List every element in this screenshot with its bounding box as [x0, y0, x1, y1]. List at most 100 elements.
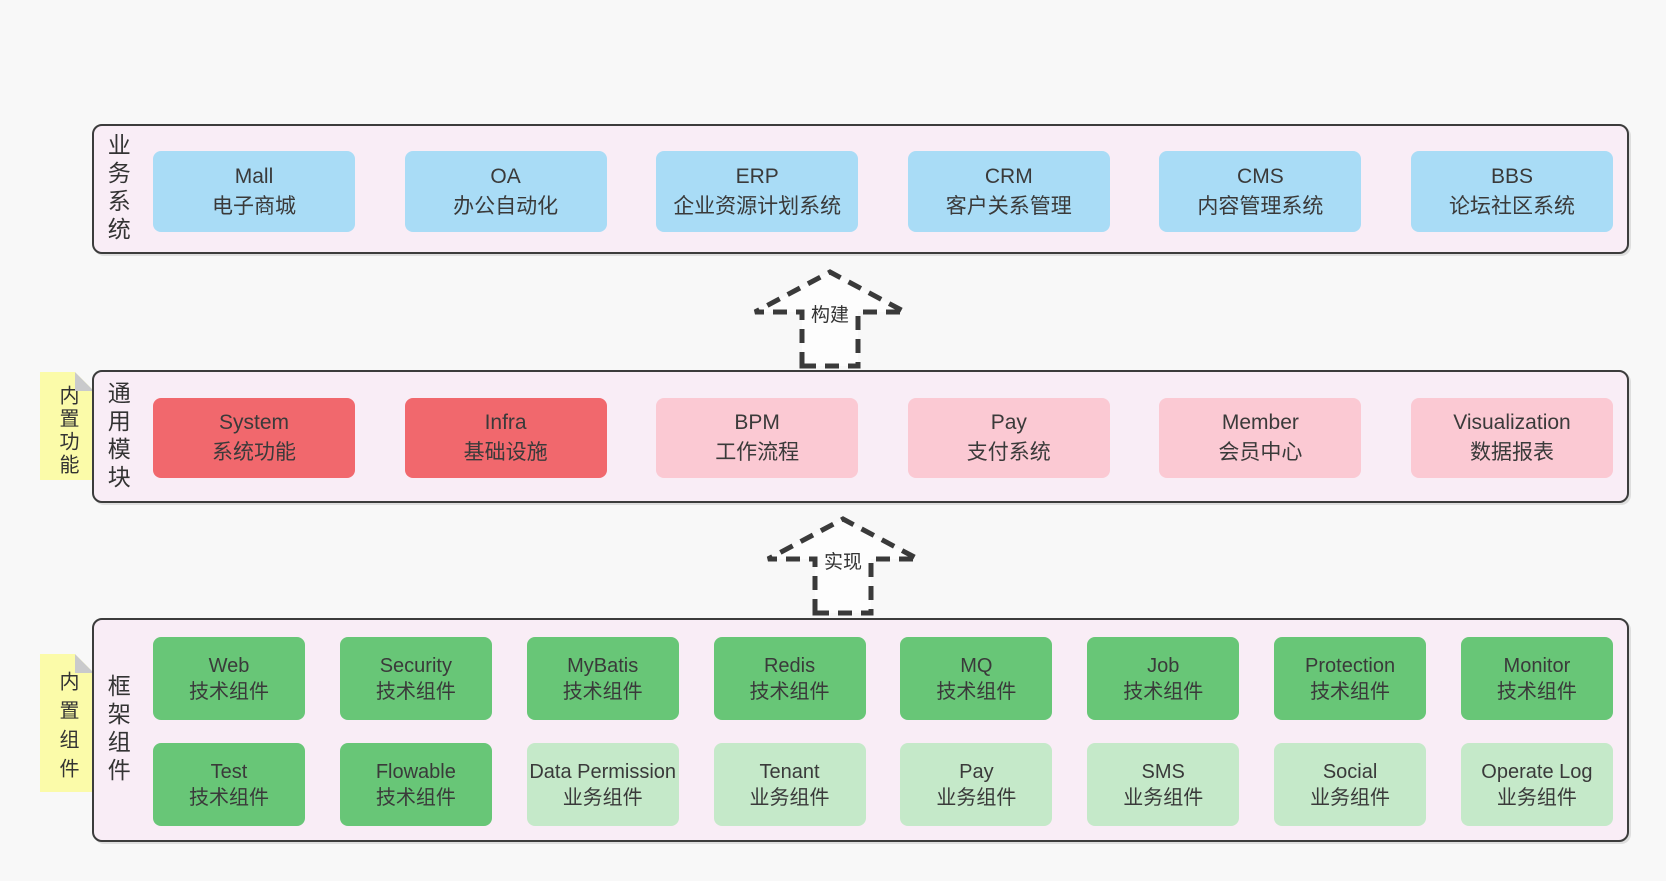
box-oa: OA 办公自动化 [404, 151, 607, 232]
box-name: Operate Log [1481, 760, 1593, 783]
box-desc: 基础设施 [463, 441, 548, 464]
box-bpm: BPM 工作流程 [656, 398, 859, 478]
box-desc: 业务组件 [562, 786, 643, 809]
box-redis: Redis 技术组件 [713, 637, 866, 720]
box-test: Test 技术组件 [153, 743, 305, 826]
box-desc: 技术组件 [1496, 680, 1577, 703]
box-member: Member 会员中心 [1159, 398, 1362, 478]
box-name: Test [210, 760, 248, 783]
box-name: Redis [763, 654, 816, 677]
box-name: System [218, 411, 289, 434]
box-name: Pay [959, 760, 994, 783]
box-desc: 业务组件 [936, 786, 1017, 809]
arrow-implement-label: 实现 [824, 551, 862, 573]
sticky-note-builtin-features: 内置功能 [40, 372, 94, 480]
box-mybatis: MyBatis 技术组件 [526, 637, 679, 720]
box-protection: Protection 技术组件 [1274, 637, 1427, 720]
box-desc: 数据报表 [1469, 441, 1554, 464]
box-desc: 技术组件 [189, 680, 269, 703]
box-desc: 企业资源计划系统 [673, 194, 842, 218]
box-desc: 业务组件 [1123, 786, 1204, 809]
box-desc: 系统功能 [212, 441, 296, 464]
box-name: Member [1221, 411, 1299, 434]
box-row: Test 技术组件 Flowable 技术组件 Data Permission 业务组件 T… [153, 743, 1613, 826]
box-desc: 技术组件 [189, 786, 269, 809]
box-desc: 支付系统 [966, 441, 1051, 464]
box-name: Protection [1305, 654, 1396, 677]
box-name: Job [1147, 654, 1180, 677]
box-desc: 业务组件 [1310, 786, 1391, 809]
box-desc: 办公自动化 [453, 194, 559, 218]
box-name: Security [379, 654, 452, 677]
box-desc: 技术组件 [936, 680, 1017, 703]
box-security: Security 技术组件 [339, 637, 492, 720]
box-data-permission: Data Permission 业务组件 [526, 743, 679, 826]
sticky-note-builtin-components: 内置组件 [40, 654, 94, 792]
box-pay: Pay 支付系统 [907, 398, 1110, 478]
box-erp: ERP 企业资源计划系统 [656, 151, 859, 232]
box-name: MyBatis [567, 654, 639, 677]
section-label-text: 通用模块 [104, 380, 131, 493]
box-sms: SMS 业务组件 [1087, 743, 1240, 826]
box-name: Visualization [1453, 411, 1571, 434]
section-common-modules: 通用模块 System 系统功能 Infra 基础设施 BPM 工作流程 Pay 支付系统 Me… [92, 370, 1629, 503]
arrow-build-label: 构建 [811, 304, 849, 326]
box-name: Data Permission [529, 760, 677, 783]
box-desc: 会员中心 [1218, 441, 1303, 464]
box-desc: 客户关系管理 [945, 194, 1072, 218]
box-name: Web [208, 654, 250, 677]
box-name: ERP [735, 164, 779, 188]
section-label-text: 框架组件 [104, 674, 131, 786]
arrow-up-dashed-icon [766, 516, 920, 616]
section-business-systems-label: 业务系统 [104, 126, 130, 252]
box-name: SMS [1141, 760, 1185, 783]
box-social: Social 业务组件 [1274, 743, 1427, 826]
box-monitor: Monitor 技术组件 [1460, 637, 1613, 720]
common-modules-boxes: System 系统功能 Infra 基础设施 BPM 工作流程 Pay 支付系统 Member 会… [153, 398, 1613, 478]
box-system: System 系统功能 [153, 398, 355, 478]
section-framework-components-label: 框架组件 [104, 620, 131, 840]
box-desc: 技术组件 [375, 680, 456, 703]
box-desc: 内容管理系统 [1197, 194, 1324, 218]
box-name: Social [1322, 760, 1378, 783]
box-desc: 论坛社区系统 [1448, 194, 1575, 218]
box-operate-log: Operate Log 业务组件 [1460, 743, 1613, 826]
box-name: Pay [990, 411, 1027, 434]
box-name: Flowable [375, 760, 456, 783]
box-name: MQ [960, 654, 993, 677]
box-desc: 技术组件 [1310, 680, 1391, 703]
box-desc: 技术组件 [1123, 680, 1204, 703]
box-bbs: BBS 论坛社区系统 [1410, 151, 1613, 232]
box-name: Mall [234, 164, 274, 188]
sticky-note-label: 内置功能 [56, 385, 78, 477]
arrow-up-dashed-icon [753, 269, 907, 369]
box-infra: Infra 基础设施 [404, 398, 607, 478]
box-pay: Pay 业务组件 [900, 743, 1053, 826]
box-name: Infra [484, 411, 527, 434]
box-desc: 业务组件 [1496, 786, 1577, 809]
box-job: Job 技术组件 [1087, 637, 1240, 720]
box-desc: 技术组件 [749, 680, 830, 703]
section-common-modules-label: 通用模块 [104, 372, 131, 501]
arrow-build: 构建 [753, 269, 907, 369]
box-web: Web 技术组件 [153, 637, 305, 720]
box-visualization: Visualization 数据报表 [1410, 398, 1613, 478]
box-name: BPM [734, 411, 780, 434]
box-desc: 技术组件 [562, 680, 643, 703]
box-desc: 技术组件 [375, 786, 456, 809]
box-name: BBS [1490, 164, 1533, 188]
box-name: Monitor [1503, 654, 1571, 677]
box-row: System 系统功能 Infra 基础设施 BPM 工作流程 Pay 支付系统 Member 会… [153, 398, 1613, 478]
box-name: OA [490, 164, 521, 188]
box-desc: 工作流程 [715, 441, 800, 464]
arrow-implement: 实现 [766, 516, 920, 616]
